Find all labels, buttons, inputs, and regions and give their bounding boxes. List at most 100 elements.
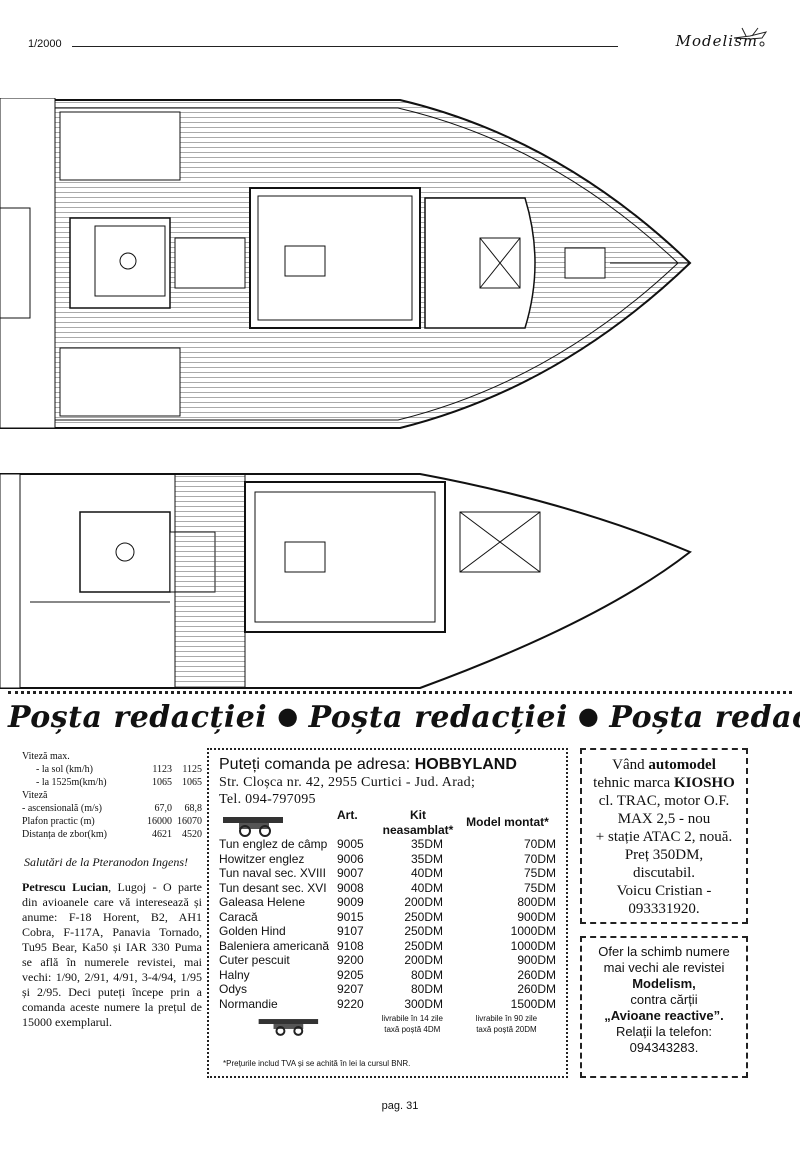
kit-postage: taxă poștă 4DM [384,1025,441,1034]
specs-title: Viteză max. [22,751,70,762]
specs-table: Viteză max. - la sol (km/h) 1123 1125 - … [22,750,202,841]
page-number: pag. 31 [381,1100,419,1112]
sell-price: Preț 350DM, [624,847,704,863]
ship-deck-plan-upper [0,98,692,429]
item-art: 9200 [337,953,364,967]
price-row: Odys 9207 80DM 260DM [219,982,556,997]
item-kit-price: 80DM [410,982,443,996]
item-art: 9108 [337,938,364,953]
price-table-header: Art. Kit neasamblat* Model montat* [219,808,556,837]
trade-line-6: Relații la telefon: [615,1024,713,1039]
trade-line-1: Ofer la schimb numere [598,944,730,959]
price-row: Tun desant sec. XVI 9008 40DM 75DM [219,881,556,896]
price-row: Cuter pescuit 9200 200DM 900DM [219,953,556,968]
magazine-logo: Modelism [675,32,758,50]
item-name: Howitzer englez [219,851,305,866]
spec-row: - la sol (km/h) 1123 1125 [22,763,202,776]
sell-ad-box: Vând automodel tehnic marca KIOSHO cl. T… [580,748,748,924]
cannon-icon [223,816,283,837]
trade-book-title: „Avioane reactive”. [604,1008,724,1023]
page-header: 1/2000 Modelism [28,27,768,58]
banner-title-2: Poșta redacției [308,700,568,735]
spec-row: Plafon practic (m) 16000 16070 [22,815,202,828]
model-delivery-note: livrabile în 90 zile taxă poștă 20DM [457,1013,556,1035]
spec-label: - ascensională (m/s) [22,803,102,814]
trade-contact-phone: 094343283. [629,1040,699,1055]
item-kit-price: 200DM [404,895,443,909]
item-art: 9007 [337,866,364,880]
item-kit-price: 200DM [404,953,443,967]
cannon-icon [258,1019,319,1036]
item-model-price: 260DM [517,982,556,996]
spec-value-1: 4621 [152,829,172,840]
item-kit-price: 40DM [410,866,443,880]
item-name: Odys [219,982,248,996]
item-model-price: 1500DM [510,996,556,1011]
model-postage: taxă poștă 20DM [476,1025,537,1034]
header-rule [72,46,618,47]
col-model-header: Model montat* [466,815,549,830]
item-name: Caracă [219,909,258,924]
spec-value-1: 67,0 [154,803,173,814]
delivery-notes: livrabile în 14 zile taxă poștă 4DM livr… [219,1013,556,1037]
sell-line-5: + stație ATAC 2, nouă. [595,829,733,845]
spec-row: - la 1525m(km/h) 1065 1065 [22,776,202,789]
spec-value-2: 1065 [182,777,202,788]
sell-line-2: tehnic marca KIOSHO [582,774,746,792]
item-kit-price: 300DM [404,996,443,1011]
col-kit-header: Kit neasamblat* [382,808,454,837]
item-art: 9220 [337,996,364,1011]
order-heading: Puteți comanda pe adresa: HOBBYLAND [219,756,556,774]
item-art: 9015 [337,909,364,924]
price-table: Art. Kit neasamblat* Model montat* Tun e… [219,808,556,1011]
item-kit-price: 250DM [404,938,443,953]
ship-deck-plan-lower [0,473,692,689]
sell-contact-name: Voicu Cristian - [616,883,712,899]
greeting-text: Salutări de la Pteranodon Ingens! [24,855,188,869]
cannon-icon-cell [219,808,337,837]
spec-value-2: 68,8 [184,803,203,814]
item-art: 9008 [337,880,364,895]
spec-row: - ascensională (m/s) 67,0 68,8 [22,802,202,815]
item-name: Golden Hind [219,924,286,938]
sell-line-7: discutabil. [632,865,696,881]
order-heading-prefix: Puteți comanda pe adresa: [219,756,415,773]
shop-name: HOBBYLAND [414,756,517,773]
vat-note: *Prețurile includ TVA și se achită în le… [223,1059,411,1068]
item-name: Tun naval sec. XVIII [219,866,326,880]
trade-line-4: contra cărții [630,992,698,1007]
item-art: 9207 [337,982,364,996]
item-name: Galeasa Helene [219,895,306,909]
spec-value-1: 16000 [147,816,172,827]
item-art: 9009 [337,895,364,909]
item-model-price: 70DM [523,837,556,851]
reader-letter: Petrescu Lucian, Lugoj - O parte din avi… [22,880,202,1030]
item-name: Tun desant sec. XVI [219,880,327,895]
sell-brand: KIOSHO [673,775,735,791]
item-model-price: 75DM [523,880,556,895]
section-separator-top [8,691,792,694]
issue-number: 1/2000 [28,38,62,50]
col-art-header: Art. [337,808,358,822]
sell-line-2a: tehnic marca [593,775,674,791]
item-kit-price: 35DM [410,837,443,851]
letter-body: , Lugoj - O parte din avioanele care vă … [22,880,202,1029]
item-model-price: 900DM [517,953,556,967]
item-model-price: 260DM [517,967,556,982]
spec-label: - la 1525m(km/h) [36,777,107,788]
sell-line-1b: automodel [648,757,716,773]
item-name: Cuter pescuit [219,953,290,967]
item-kit-price: 40DM [410,880,443,895]
item-art: 9107 [337,924,364,938]
sell-line-1a: Vând [612,757,649,773]
shop-address: Str. Cloșca nr. 42, 2955 Curtici - Jud. … [219,775,476,790]
bullet-icon: ● [277,701,299,730]
item-name: Tun englez de câmp [219,837,328,851]
trade-line-2: mai vechi ale revistei [603,960,725,975]
